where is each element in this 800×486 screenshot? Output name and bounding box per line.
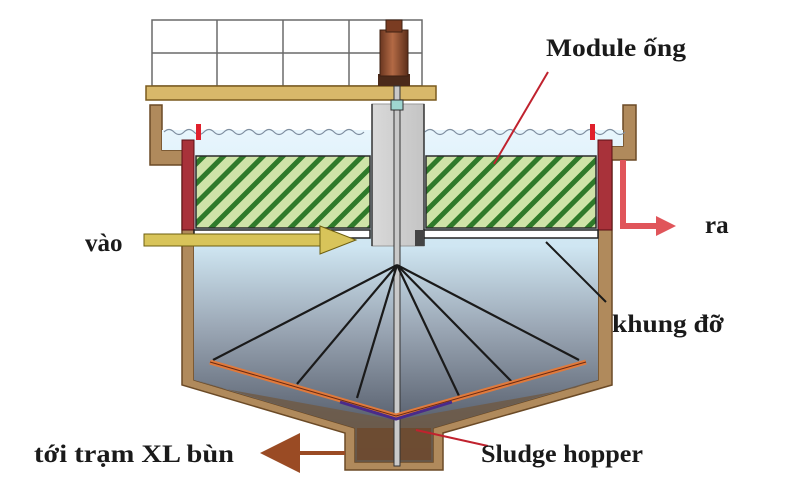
label-pointers [415,71,607,447]
shaft-coupling [390,99,404,111]
overflow-weir-right [597,139,613,231]
motor-icon [378,19,410,86]
support-bracket [415,230,424,246]
weir-lip-left [196,124,201,140]
sludge-hopper-label: Sludge hopper [481,441,643,468]
drive-shaft [393,85,401,467]
scraper-arm-edge [209,361,587,417]
outlet-label: ra [705,212,729,239]
weir-lip-right [590,124,595,140]
overflow-weir-left [181,139,195,231]
sludge-outlet-label: tới trạm XL bùn [34,441,234,468]
walkway-railing [151,19,423,87]
tube-module-left [195,155,371,229]
inlet-arrow [143,225,358,255]
outlet-arrow [620,160,676,236]
support-frame-label: khung đỡ [612,311,724,338]
tube-module-right [425,155,597,229]
support-frame-right [423,229,599,239]
module-label: Module ống [546,35,687,62]
inlet-label: vào [85,230,123,257]
scraper-blade [339,400,453,421]
walkway-bridge [145,85,437,101]
scraper-truss [212,264,580,399]
